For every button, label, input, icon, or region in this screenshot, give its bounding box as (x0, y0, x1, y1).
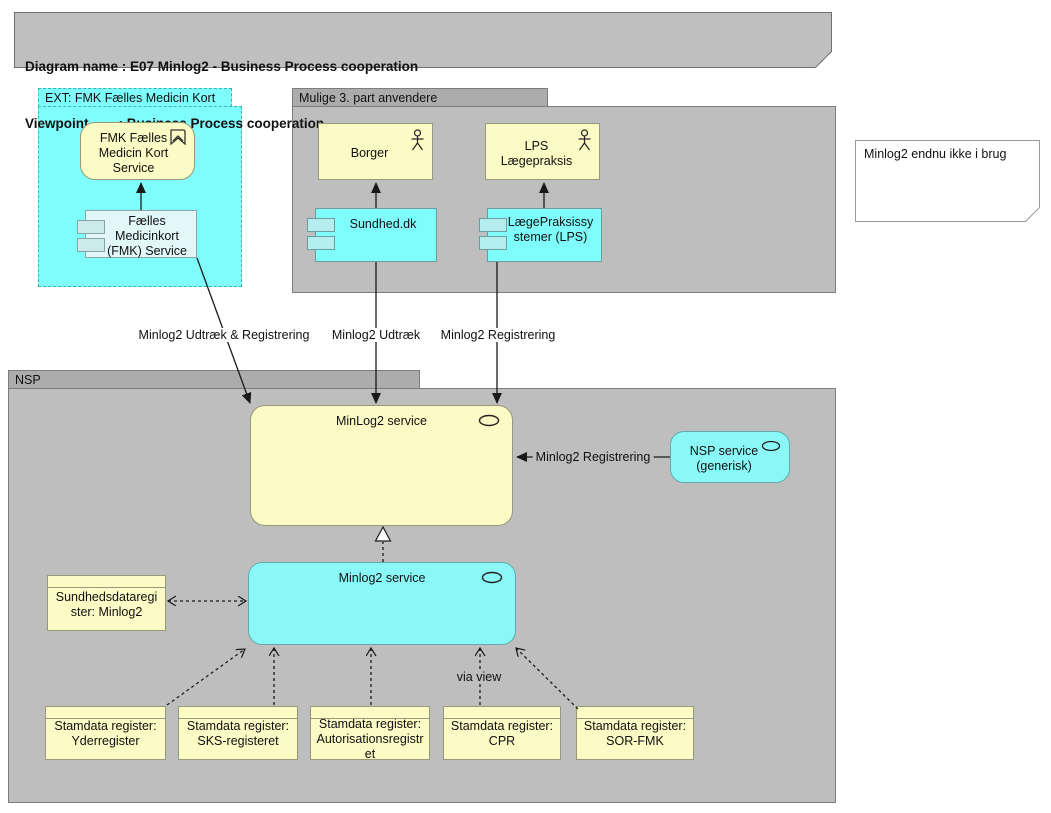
data-object-band (444, 707, 560, 719)
data-object-band (48, 576, 165, 588)
node-label: NSP service (generisk) (689, 444, 759, 473)
node-fmk-component[interactable]: Fælles Medicinkort (FMK) Service (77, 210, 197, 258)
node-label: Fælles Medicinkort (FMK) Service (107, 213, 187, 258)
chevron-badge-icon (170, 129, 186, 146)
node-label: Borger (350, 146, 389, 160)
component-tab-icon (479, 236, 507, 250)
node-label: Stamdata register: Autorisationsregistre… (316, 717, 424, 761)
group-label-ext-fmk: EXT: FMK Fælles Medicin Kort (45, 91, 216, 105)
node-label: Stamdata register: CPR (450, 719, 554, 748)
node-stamdata-cpr[interactable]: Stamdata register: CPR (443, 706, 561, 760)
node-lps-system[interactable]: LægePraksissystemer (LPS) (479, 208, 602, 262)
node-label: FMK Fælles Medicin Kort Service (98, 130, 169, 175)
data-object-band (311, 707, 429, 719)
group-tab-ext-fmk[interactable]: EXT: FMK Fælles Medicin Kort (38, 88, 232, 107)
node-label: LPS Lægepraksis (500, 138, 573, 168)
group-label-nsp: NSP (15, 373, 41, 387)
group-tab-third-party[interactable]: Mulige 3. part anvendere (292, 88, 548, 107)
group-label-third-party: Mulige 3. part anvendere (299, 91, 438, 105)
service-oval-icon (481, 571, 503, 584)
node-minlog2-service-infra[interactable]: Minlog2 service (248, 562, 516, 645)
node-label: Stamdata register: Yderregister (54, 719, 157, 748)
diagram-title-block[interactable]: Diagram name : E07 Minlog2 - Business Pr… (14, 12, 832, 131)
node-label: Stamdata register: SOR-FMK (583, 719, 687, 748)
component-tab-icon (77, 220, 105, 234)
node-minlog2-service-app[interactable]: MinLog2 service (250, 405, 513, 526)
node-label: MinLog2 service (335, 414, 427, 428)
node-label: Sundhedsdataregister: Minlog2 (55, 590, 158, 619)
component-tab-icon (307, 236, 335, 250)
node-stamdata-autorisation[interactable]: Stamdata register: Autorisationsregistre… (310, 706, 430, 761)
node-label: Minlog2 service (338, 571, 426, 585)
node-lps-actor[interactable]: LPS Lægepraksis (485, 123, 600, 180)
node-stamdata-sor-fmk[interactable]: Stamdata register: SOR-FMK (576, 706, 694, 760)
note-text: Minlog2 endnu ikke i brug (864, 147, 1007, 161)
node-stamdata-yderregister[interactable]: Stamdata register: Yderregister (45, 706, 166, 760)
node-label: LægePraksissystemer (LPS) (507, 215, 594, 244)
data-object-band (179, 707, 297, 719)
actor-icon (411, 129, 424, 151)
diagram-title-line1: Diagram name : E07 Minlog2 - Business Pr… (25, 59, 419, 74)
folded-corner-icon (1025, 207, 1040, 222)
node-label: Sundhed.dk (349, 217, 417, 231)
node-sundhedsdataregister[interactable]: Sundhedsdataregister: Minlog2 (47, 575, 166, 631)
node-borger[interactable]: Borger (318, 123, 433, 180)
component-tab-icon (479, 218, 507, 232)
folded-corner-icon (815, 51, 832, 68)
data-object-band (46, 707, 165, 719)
node-label: Stamdata register: SKS-registeret (186, 719, 290, 748)
note-minlog2[interactable]: Minlog2 endnu ikke i brug (855, 140, 1040, 222)
actor-icon (578, 129, 591, 151)
service-oval-icon (761, 440, 781, 452)
component-tab-icon (307, 218, 335, 232)
component-tab-icon (77, 238, 105, 252)
node-fmk-service[interactable]: FMK Fælles Medicin Kort Service (80, 122, 195, 180)
service-oval-icon (478, 414, 500, 427)
data-object-band (577, 707, 693, 719)
node-stamdata-sks[interactable]: Stamdata register: SKS-registeret (178, 706, 298, 760)
node-sundhed-dk[interactable]: Sundhed.dk (307, 208, 437, 262)
node-nsp-service[interactable]: NSP service (generisk) (670, 431, 790, 483)
